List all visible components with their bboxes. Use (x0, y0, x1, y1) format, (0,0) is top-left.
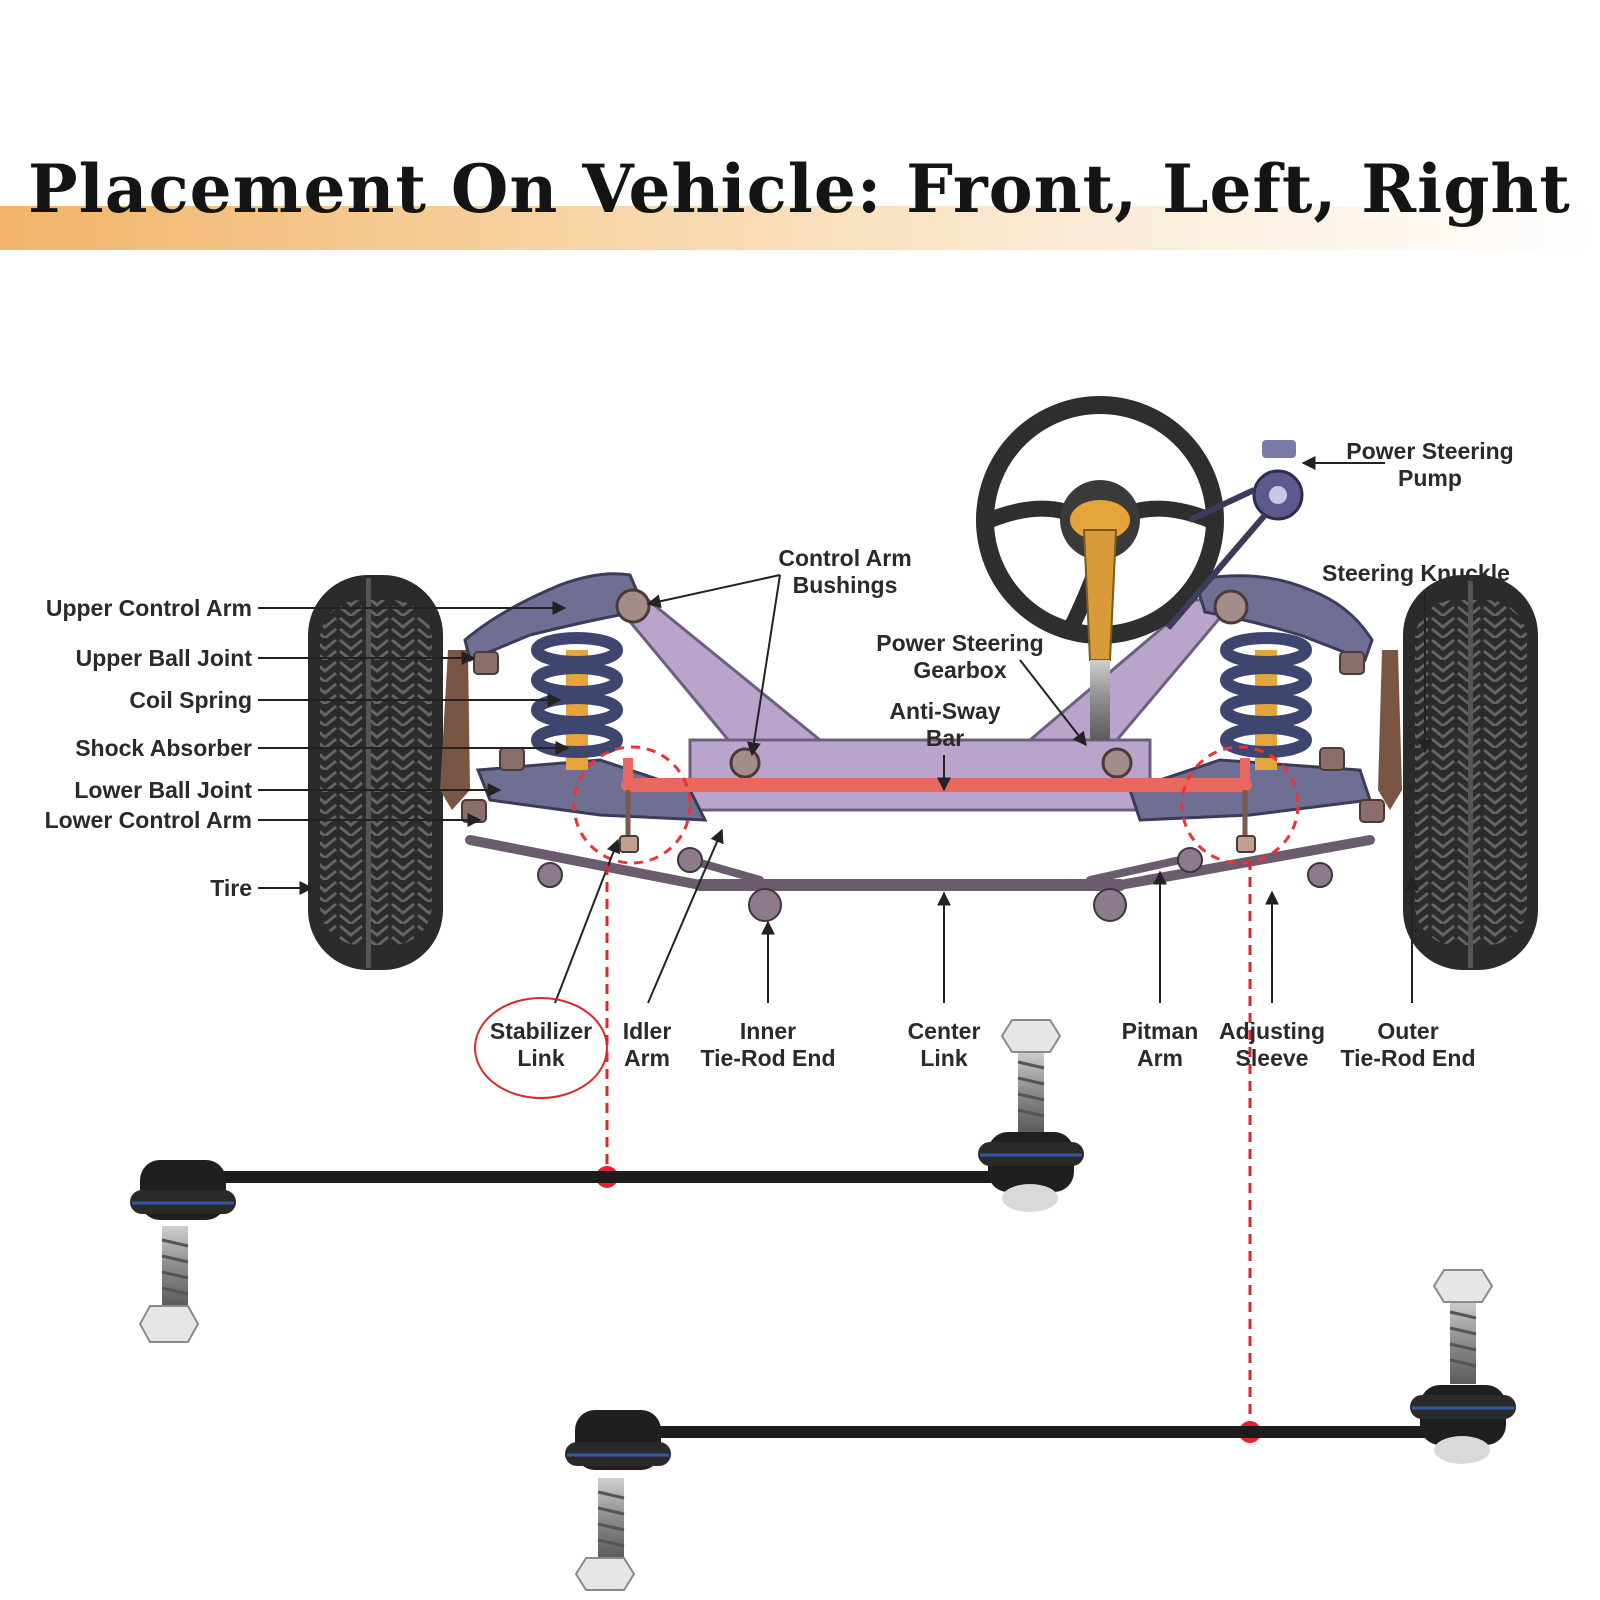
steering-column (1082, 529, 1118, 661)
label-shock-absorber: Shock Absorber (75, 735, 252, 761)
diagram-stabilizer-links (625, 790, 1248, 840)
right-steering-knuckle (1378, 650, 1402, 810)
steering-gearbox-part (1090, 660, 1110, 740)
label-coil-spring: Coil Spring (129, 687, 252, 713)
left-tire (308, 575, 443, 970)
label-upper-control-arm: Upper Control Arm (45, 595, 252, 621)
tie-rod-joints (537, 847, 1333, 922)
right-stabilizer-highlight (1180, 745, 1300, 865)
stabilizer-link-product-2 (565, 1269, 1516, 1591)
left-stabilizer-highlight (572, 745, 692, 865)
right-tire (1403, 575, 1538, 970)
left-steering-knuckle (440, 650, 470, 810)
right-coil-spring (1220, 632, 1312, 770)
label-lower-control-arm: Lower Control Arm (44, 807, 252, 833)
left-lower-control-arm (475, 758, 708, 822)
title-highlight-band (0, 206, 1600, 250)
label-tire: Tire (210, 875, 252, 901)
subframe (608, 598, 1239, 812)
power-steering-pump-part (1165, 440, 1304, 630)
left-coil-spring (531, 632, 623, 770)
left-upper-control-arm (463, 572, 648, 663)
label-steering-knuckle: Steering Knuckle (1322, 560, 1510, 586)
ball-joints (461, 651, 1385, 823)
label-lower-ball-joint: Lower Ball Joint (74, 777, 252, 803)
page-title: Placement On Vehicle: Front, Left, Right (28, 150, 1571, 228)
leader-lines (258, 456, 1432, 1004)
anti-sway-bar-ends (623, 758, 1250, 785)
stabilizer-link-product-1 (130, 1019, 1084, 1343)
label-upper-ball-joint: Upper Ball Joint (75, 645, 252, 671)
stabilizer-label-highlight (474, 997, 608, 1099)
diagram-stabilizer-nuts (619, 835, 1256, 853)
